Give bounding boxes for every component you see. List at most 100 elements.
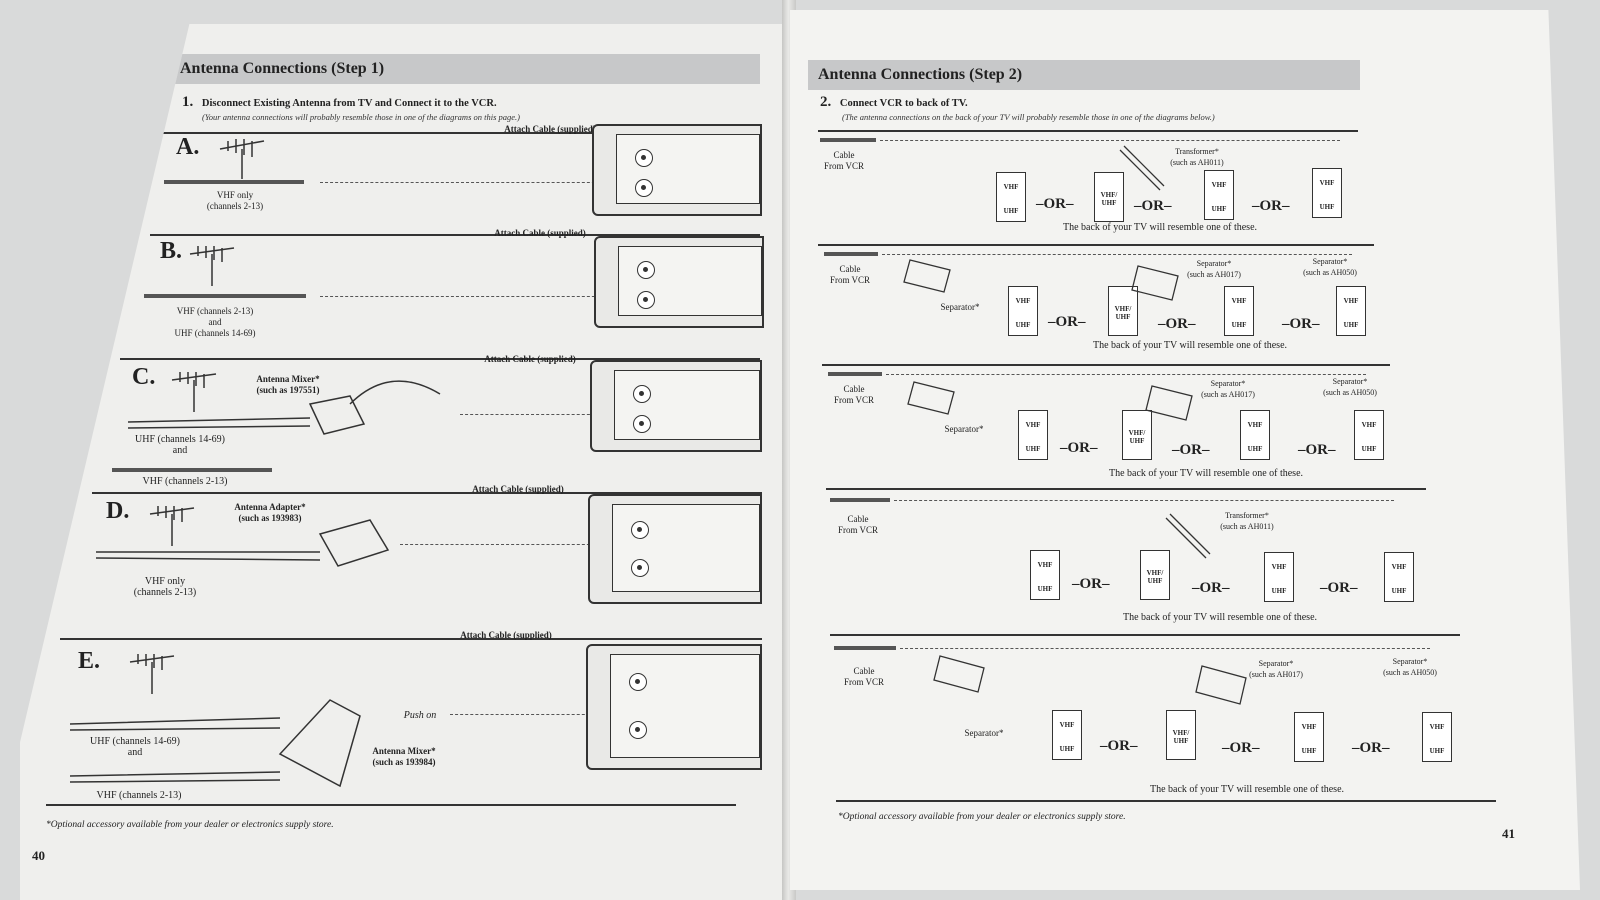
- row-e-vhf-caption: VHF (channels 2-13): [96, 790, 182, 801]
- plate-uhf-label: UHF: [1037, 585, 1053, 593]
- right-step-title: 2. Connect VCR to back of TV.: [820, 94, 968, 111]
- row-c-mixer-label: Antenna Mixer* (such as 197551): [256, 374, 320, 395]
- row-b-rule: [150, 234, 760, 236]
- right-step-text: Connect VCR to back of TV.: [839, 98, 968, 109]
- row-c-letter: C.: [132, 364, 156, 390]
- plate-vhf-label: VHF: [1271, 563, 1287, 571]
- plate-uhf-label: UHF: [1343, 321, 1359, 329]
- right-row-2-or: –OR–: [1158, 316, 1196, 332]
- antenna-icon: [189, 246, 235, 286]
- plate-vhf-label: VHF: [1211, 181, 1227, 189]
- right-row-4-or: –OR–: [1192, 580, 1230, 596]
- right-row-2-separator-050-label: Separator* (such as AH050): [1303, 257, 1357, 277]
- plate-uhf-label: UHF: [1059, 745, 1075, 753]
- plate-vhf-label: VHF: [1343, 297, 1359, 305]
- plate-uhf-label: UHF: [1429, 747, 1445, 755]
- plate-vhf-label: VHF: [1247, 421, 1263, 429]
- row-d-attach-label: Attach Cable (supplied): [472, 484, 564, 494]
- row-b-antenna-lead: [144, 294, 306, 298]
- row-c-attach-label: Attach Cable (supplied): [484, 354, 576, 364]
- right-row-3-separator-label: Separator*: [944, 424, 984, 434]
- transformer-icon: [1119, 145, 1165, 191]
- right-row-1-plate-vhfuhf: VHF/ UHF: [1094, 172, 1124, 222]
- right-row-2-cable-label: Cable From VCR: [829, 264, 871, 285]
- right-line-art: [903, 145, 1247, 705]
- right-footnote: *Optional accessory available from your …: [838, 812, 1126, 822]
- plate-uhf-label: UHF: [1015, 321, 1031, 329]
- plate-uhf-label: UHF: [1391, 587, 1407, 595]
- plate-vhf-label: VHF: [1015, 297, 1031, 305]
- right-row-5-cable-label: Cable From VCR: [843, 666, 885, 687]
- row-b-dashed-path: [320, 296, 610, 297]
- row-d-rule: [92, 492, 762, 494]
- right-step-number: 2.: [820, 94, 832, 110]
- antenna-icon: [129, 654, 175, 694]
- right-row-5-cable: [834, 646, 896, 650]
- right-row-2-or: –OR–: [1048, 314, 1086, 330]
- row-c-twin-lead: [127, 417, 311, 429]
- row-a-antenna-lead: [164, 180, 304, 184]
- right-row-4-or: –OR–: [1320, 580, 1358, 596]
- row-a-in-jack: [635, 179, 653, 197]
- right-row-1-or: –OR–: [1252, 198, 1290, 214]
- plate-vhfuhf-label: VHF/ UHF: [1100, 191, 1118, 207]
- right-row-5-plate-split: VHF UHF: [1052, 710, 1082, 760]
- plate-vhf-label: VHF: [1391, 563, 1407, 571]
- plate-vhfuhf-label: VHF/ UHF: [1128, 429, 1146, 445]
- right-row-3-or: –OR–: [1172, 442, 1210, 458]
- left-line-art: [69, 139, 441, 788]
- right-row-3-cable: [828, 372, 882, 376]
- right-row-2-cable: [824, 252, 878, 256]
- right-row-5-rule: [830, 634, 1460, 636]
- separator-icon: [933, 655, 985, 693]
- row-e-attach-label: Attach Cable (supplied): [460, 630, 552, 640]
- row-e-dashed-path: [450, 714, 600, 715]
- plate-vhf-label: VHF: [1059, 721, 1075, 729]
- plate-vhf-label: VHF: [1003, 183, 1019, 191]
- plate-vhfuhf-label: VHF/ UHF: [1146, 569, 1164, 585]
- separator-icon: [907, 381, 955, 415]
- right-row-3-dashed-path: [886, 374, 1366, 375]
- row-d-dashed-path: [400, 544, 600, 545]
- row-b-letter: B.: [160, 238, 183, 264]
- antenna-icon: [219, 139, 265, 179]
- row-a-dashed-path: [320, 182, 610, 183]
- plate-vhf-label: VHF: [1361, 421, 1377, 429]
- right-row-1-plate-vhf-uhf-split: VHF UHF: [996, 172, 1026, 222]
- row-c-uhf-caption: UHF (channels 14-69) and: [135, 434, 225, 456]
- row-a-caption: VHF only (channels 2-13): [206, 190, 264, 211]
- row-c-mixer-icon: [308, 380, 441, 435]
- plate-vhf-label: VHF: [1301, 723, 1317, 731]
- left-step-text: Disconnect Existing Antenna from TV and …: [201, 98, 497, 109]
- row-c-rule: [120, 358, 760, 360]
- right-row-3-tv-line: The back of your TV will resemble one of…: [1108, 468, 1304, 479]
- row-a-rule: [150, 132, 760, 134]
- right-row-4-tv-line: The back of your TV will resemble one of…: [1122, 612, 1318, 623]
- right-page: Antenna Connections (Step 2) 2. Connect …: [790, 10, 1580, 890]
- plate-uhf-label: UHF: [1361, 445, 1377, 453]
- left-step-title: 1. Disconnect Existing Antenna from TV a…: [182, 94, 497, 111]
- row-d-adapter-label: Antenna Adapter* (such as 193983): [234, 502, 306, 523]
- left-step-number: 1.: [182, 94, 194, 110]
- right-row-5-separator-050-label: Separator* (such as AH050): [1383, 657, 1437, 677]
- row-d-in-jack: [631, 559, 649, 577]
- right-row-5-dashed-path: [900, 648, 1430, 649]
- right-page-title: Antenna Connections (Step 2): [818, 66, 1023, 83]
- right-header-bar: Antenna Connections (Step 2): [808, 60, 1360, 90]
- plate-uhf-label: UHF: [1003, 207, 1019, 215]
- right-row-4-cable-label: Cable From VCR: [837, 514, 879, 535]
- plate-uhf-label: UHF: [1319, 203, 1335, 211]
- row-d-adapter-icon: [318, 519, 390, 567]
- plate-uhf-label: UHF: [1231, 321, 1247, 329]
- right-row-1-rule: [818, 130, 1358, 132]
- right-row-2-rule: [818, 244, 1374, 246]
- transformer-icon: [1165, 513, 1211, 559]
- right-row-4-cable: [830, 498, 890, 502]
- row-d-letter: D.: [106, 498, 130, 524]
- right-row-2-dashed-path: [882, 254, 1352, 255]
- row-c-vhf-lead: [112, 468, 272, 472]
